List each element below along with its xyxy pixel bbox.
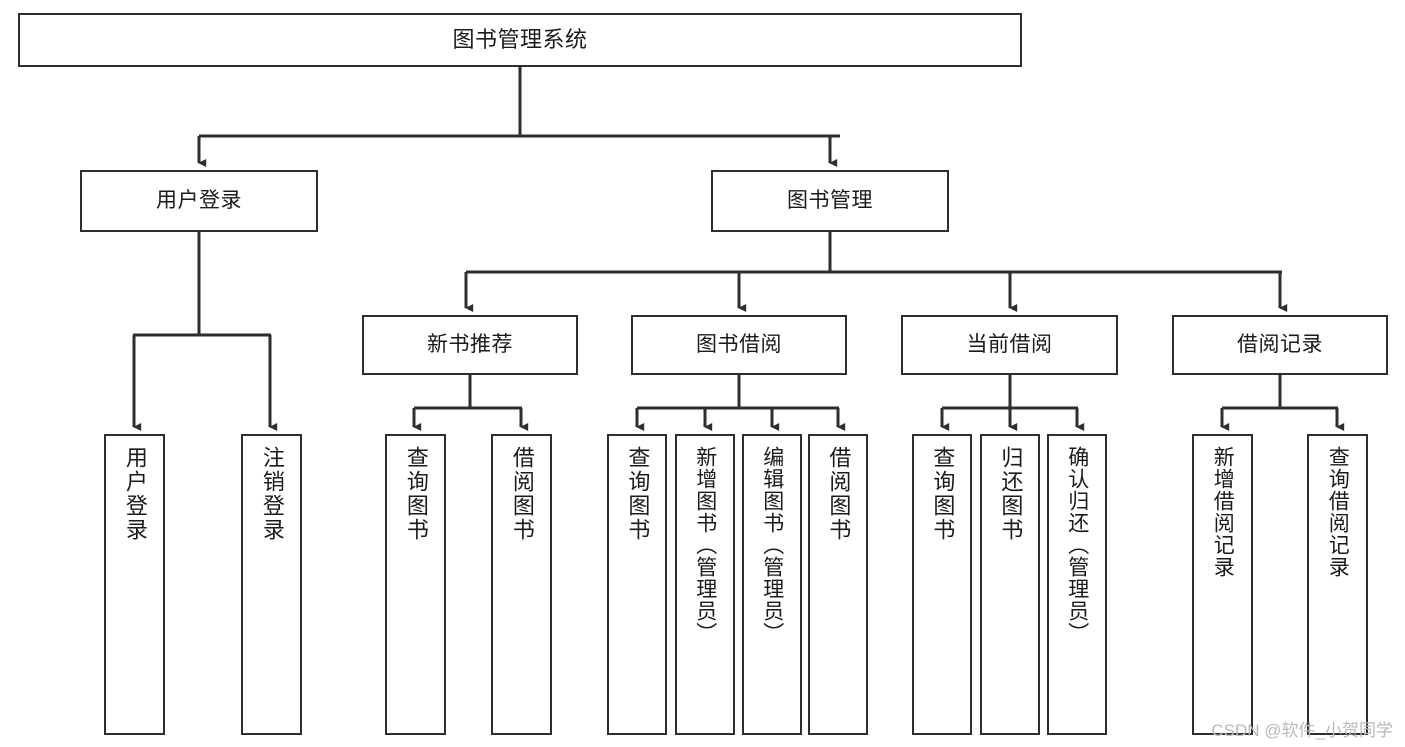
leaf-new-book-borrow-book[interactable]: 借阅图书: [491, 434, 552, 735]
node-label: 用户登录: [122, 446, 148, 542]
node-label: 新增图书（管理员）: [693, 446, 717, 644]
node-current-borrow[interactable]: 当前借阅: [901, 315, 1118, 375]
leaf-book-borrow-add-book-admin[interactable]: 新增图书（管理员）: [675, 434, 735, 735]
node-label: 用户登录: [156, 188, 242, 212]
node-label: 查询借阅记录: [1326, 446, 1350, 578]
node-label: 图书管理: [787, 188, 873, 212]
leaf-borrow-record-query-record[interactable]: 查询借阅记录: [1307, 434, 1368, 735]
node-label: 借阅记录: [1237, 332, 1323, 356]
node-label: 新书推荐: [427, 332, 513, 356]
node-label: 借阅图书: [509, 446, 535, 542]
leaf-book-borrow-query-book[interactable]: 查询图书: [607, 434, 667, 735]
node-label: 归还图书: [998, 446, 1024, 542]
node-label: 查询图书: [403, 446, 429, 542]
leaf-current-borrow-query-book[interactable]: 查询图书: [912, 434, 972, 735]
leaf-user-login-login[interactable]: 用户登录: [104, 434, 165, 735]
node-label: 新增借阅记录: [1211, 446, 1235, 578]
leaf-book-borrow-edit-book-admin[interactable]: 编辑图书（管理员）: [742, 434, 802, 735]
node-new-book-recommend[interactable]: 新书推荐: [362, 315, 578, 375]
node-label: 查询图书: [625, 446, 651, 542]
node-borrow-record[interactable]: 借阅记录: [1172, 315, 1388, 375]
node-label: 查询图书: [930, 446, 956, 542]
leaf-book-borrow-borrow-book[interactable]: 借阅图书: [808, 434, 868, 735]
node-label: 图书管理系统: [452, 27, 588, 53]
node-label: 图书借阅: [696, 332, 782, 356]
leaf-current-borrow-return-book[interactable]: 归还图书: [980, 434, 1040, 735]
leaf-new-book-query-book[interactable]: 查询图书: [385, 434, 446, 735]
node-label: 确认归还（管理员）: [1065, 446, 1089, 644]
node-root-system[interactable]: 图书管理系统: [18, 13, 1022, 67]
node-label: 注销登录: [259, 446, 285, 542]
node-label: 编辑图书（管理员）: [760, 446, 784, 644]
node-book-borrow[interactable]: 图书借阅: [631, 315, 847, 375]
leaf-borrow-record-add-record[interactable]: 新增借阅记录: [1192, 434, 1253, 735]
leaf-current-borrow-confirm-return-admin[interactable]: 确认归还（管理员）: [1047, 434, 1107, 735]
csdn-watermark: CSDN @软件_小贺同学: [1211, 721, 1393, 740]
node-label: 借阅图书: [826, 446, 852, 542]
leaf-user-login-logout[interactable]: 注销登录: [241, 434, 302, 735]
node-user-login[interactable]: 用户登录: [80, 170, 318, 232]
node-book-management[interactable]: 图书管理: [711, 170, 949, 232]
node-label: 当前借阅: [966, 332, 1053, 356]
